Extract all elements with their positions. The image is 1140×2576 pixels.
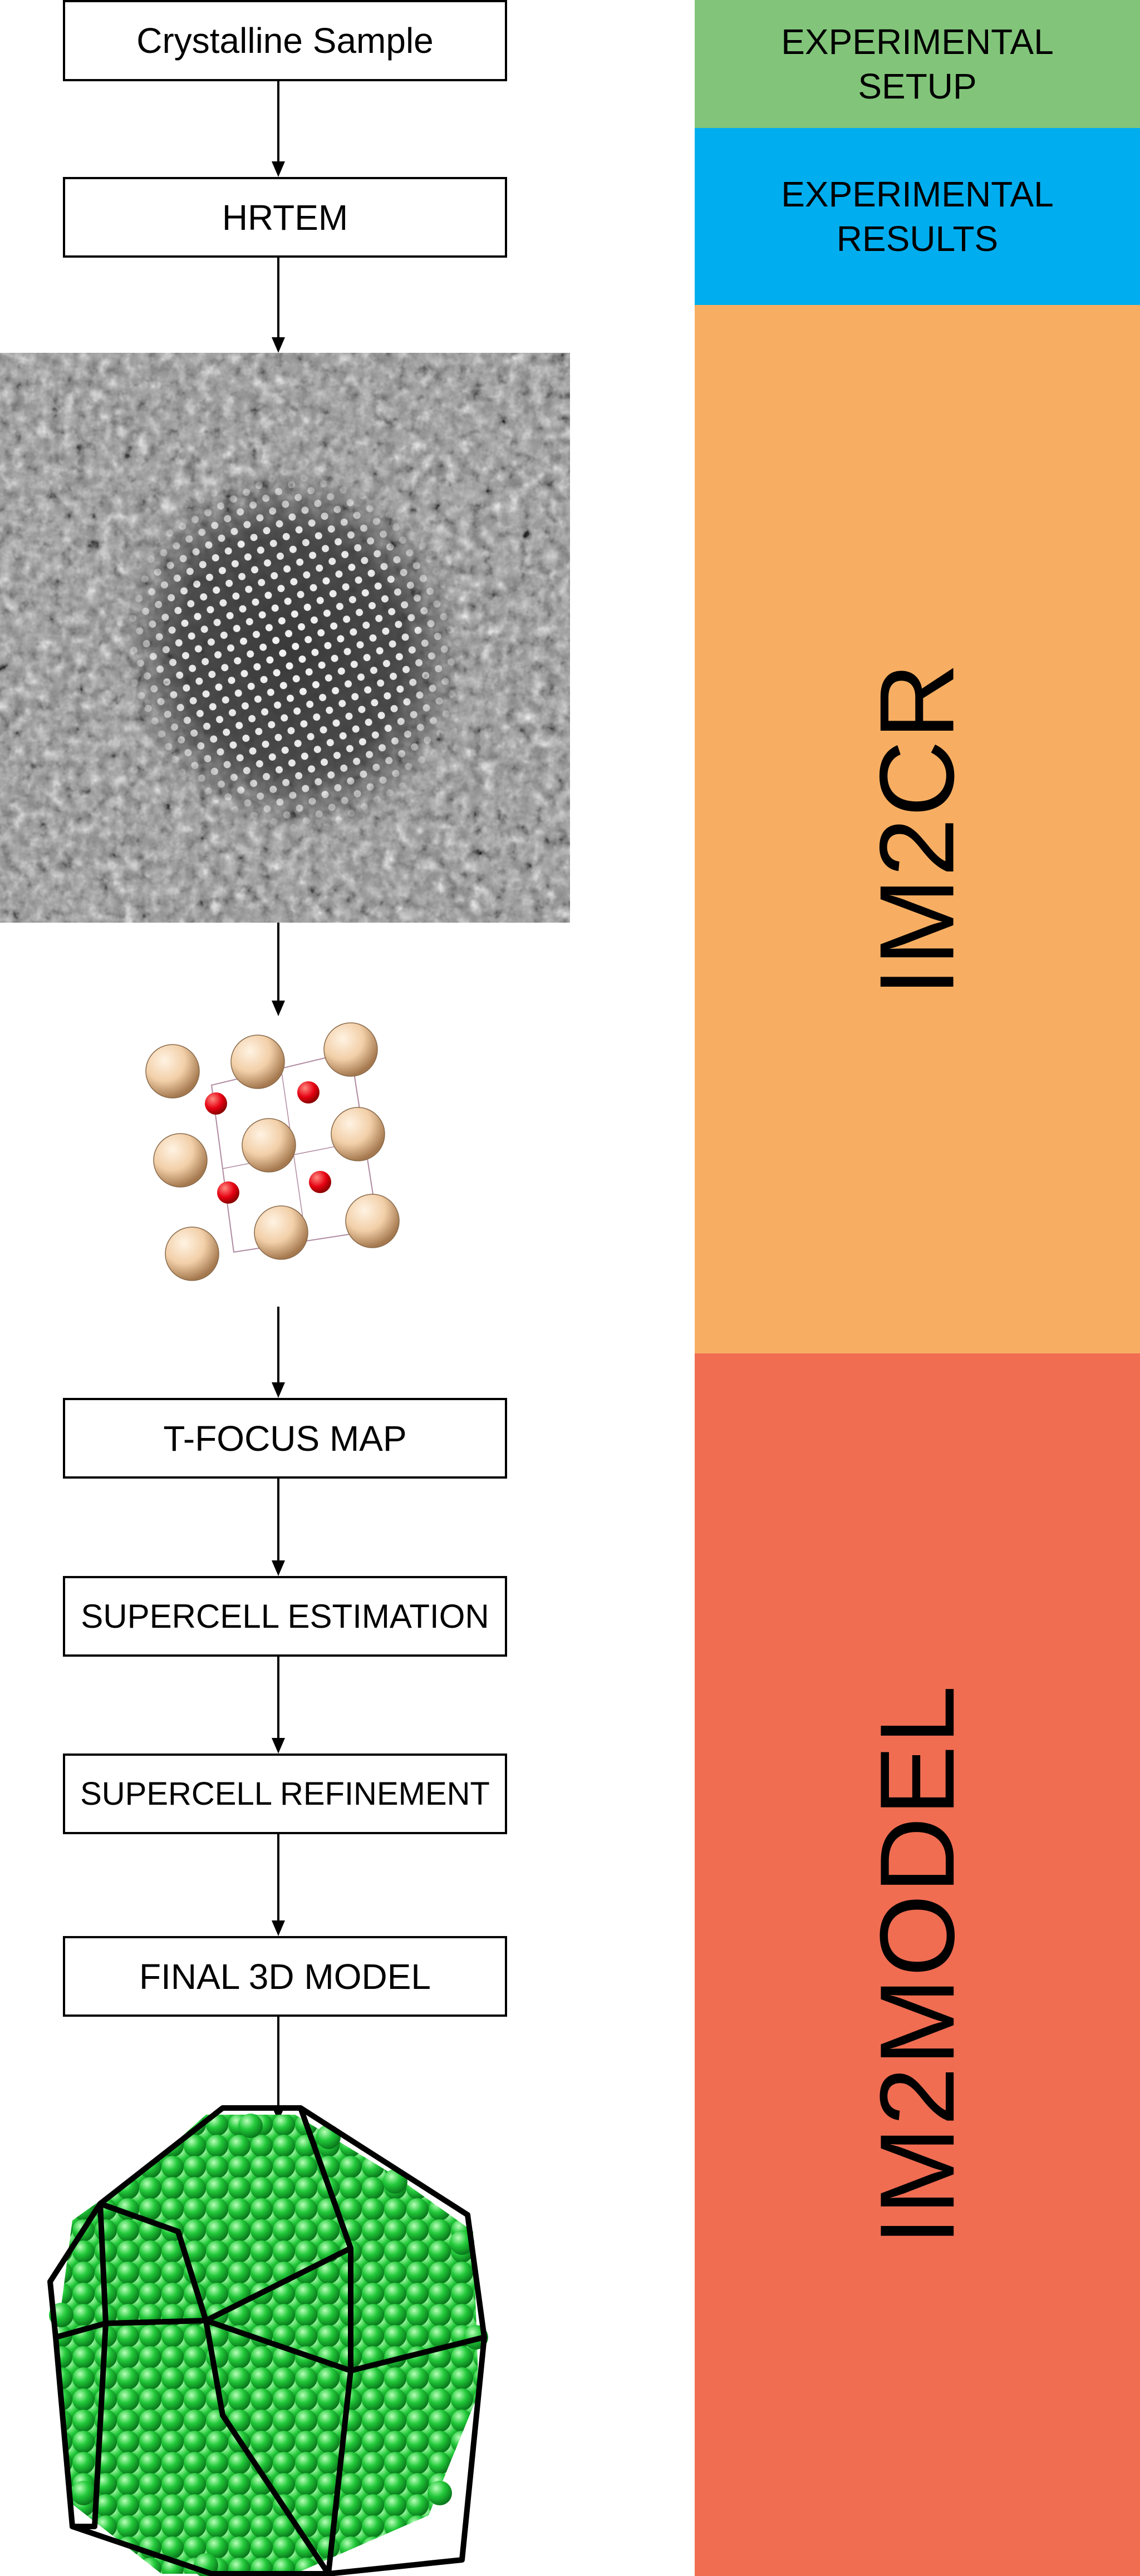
experimental-results-label: EXPERIMENTAL RESULTS <box>781 174 1054 259</box>
final-3d-model-box: FINAL 3D MODEL <box>63 1936 507 2017</box>
nanoparticle-model-image <box>47 2105 488 2576</box>
unit-cell-icon <box>145 1022 400 1281</box>
im2model-band: IM2MODEL <box>695 1353 1140 2576</box>
experimental-setup-band: EXPERIMENTAL SETUP <box>695 0 1140 128</box>
experimental-results-band: EXPERIMENTAL RESULTS <box>695 128 1140 305</box>
im2cr-label: IM2CR <box>858 662 976 997</box>
supercell-estimation-box: SUPERCELL ESTIMATION <box>63 1576 507 1657</box>
hrtem-micrograph-image <box>0 353 570 923</box>
crystalline-sample-box: Crystalline Sample <box>63 0 507 81</box>
hrtem-box: HRTEM <box>63 177 507 258</box>
im2cr-band: IM2CR <box>695 305 1140 1353</box>
experimental-setup-label: EXPERIMENTAL SETUP <box>781 22 1054 106</box>
supercell-refinement-box: SUPERCELL REFINEMENT <box>63 1754 507 1834</box>
t-focus-map-box: T-FOCUS MAP <box>63 1398 507 1479</box>
im2model-label: IM2MODEL <box>858 1684 976 2245</box>
